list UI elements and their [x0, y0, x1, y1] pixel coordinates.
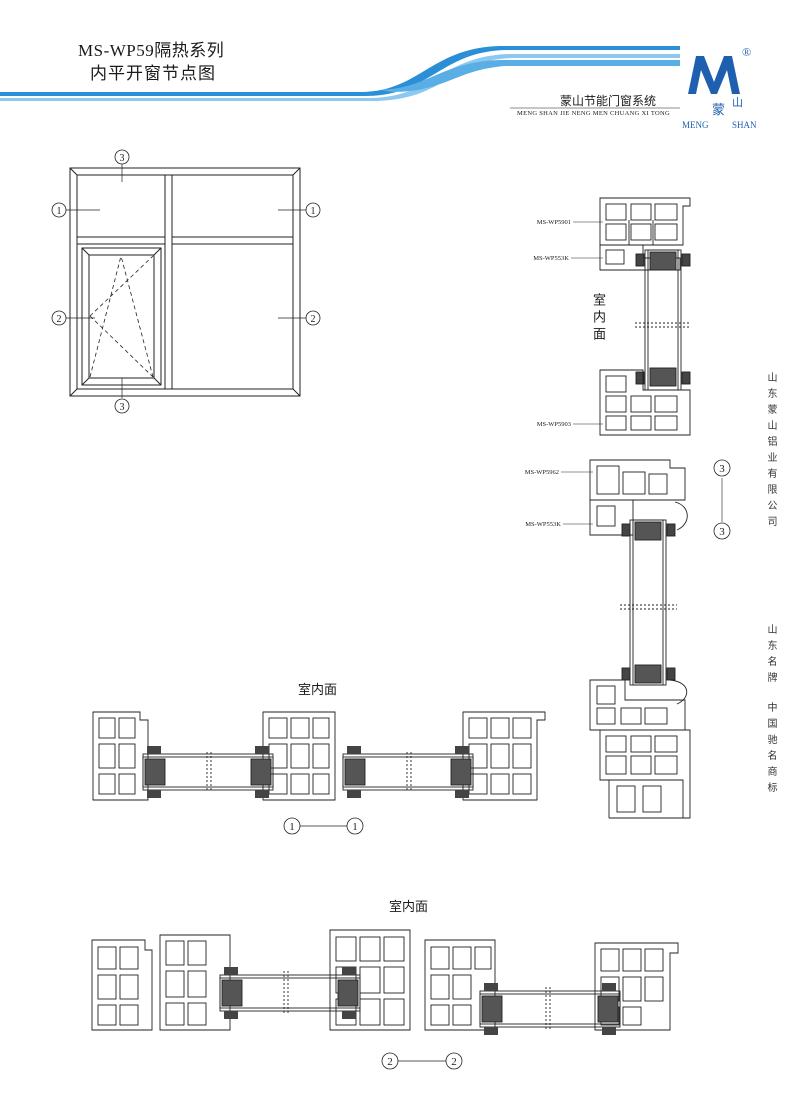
elevation-marker-3-bottom — [114, 398, 130, 414]
slogan-famous-brand: 山东名牌 — [765, 624, 776, 688]
section2-marker-left — [381, 1052, 399, 1070]
section3-room-label: 室内面 — [590, 293, 605, 344]
registered-mark: ® — [742, 45, 751, 59]
section2-marker-right-text: 2 — [451, 1056, 457, 1068]
section3-label-wp553k-bottom: MS-WP553K — [525, 521, 561, 528]
section1-room-label: 室内面 — [298, 683, 338, 698]
brand-name-cn: 蒙山节能门窗系统 — [560, 94, 657, 108]
section3-label-wp5903: MS-WP5903 — [537, 421, 571, 428]
elevation-marker-1-left-text: 1 — [57, 206, 62, 217]
section3-marker-top — [713, 459, 731, 477]
section3-marker-bottom — [713, 522, 731, 540]
elevation-marker-2-left-text: 2 — [57, 314, 62, 325]
section1-marker-right-text: 1 — [352, 821, 358, 833]
title-model: MS-WP59隔热系列 — [78, 41, 225, 60]
logo-char-meng: 蒙 — [712, 102, 725, 117]
section3-label-wp5962: MS-WP5962 — [525, 469, 559, 476]
elevation-marker-3-bottom-text: 3 — [120, 402, 125, 413]
section2-horizontal-drawing: 2 2 — [91, 929, 679, 1070]
section3-vertical-drawing: MS-WP5901 MS-WP553K MS-WP5903 MS-WP5962 … — [525, 197, 731, 819]
section2-room-label: 室内面 — [389, 900, 429, 915]
elevation-marker-3-top — [114, 149, 130, 165]
window-elevation: 3 1 1 2 2 3 — [51, 149, 321, 414]
elevation-marker-1-right — [305, 202, 321, 218]
logo-char-shan: 山 — [732, 96, 743, 109]
section3-label-wp5901: MS-WP5901 — [537, 219, 571, 226]
section3-marker-bottom-text: 3 — [719, 526, 725, 538]
section1-marker-left — [283, 817, 301, 835]
company-name: 山东蒙山铝业有限公司 — [765, 372, 776, 532]
section3-label-wp553k-top: MS-WP553K — [533, 255, 569, 262]
brand-name-en: MENG SHAN JIE NENG MEN CHUANG XI TONG — [517, 110, 670, 117]
mengshan-logo: 蒙 山 MENG SHAN ® — [682, 45, 757, 130]
title-description: 内平开窗节点图 — [90, 64, 216, 84]
elevation-marker-2-left — [51, 310, 67, 326]
logo-word-meng: MENG — [682, 120, 709, 130]
header-stripes — [0, 46, 680, 109]
section2-marker-left-text: 2 — [387, 1056, 393, 1068]
section1-horizontal-drawing: 1 1 — [92, 711, 546, 835]
elevation-marker-1-left — [51, 202, 67, 218]
section3-marker-top-text: 3 — [719, 463, 725, 475]
section1-marker-left-text: 1 — [289, 821, 295, 833]
elevation-marker-3-top-text: 3 — [120, 153, 125, 164]
elevation-marker-1-right-text: 1 — [311, 206, 316, 217]
logo-word-shan: SHAN — [732, 120, 757, 130]
elevation-marker-2-right-text: 2 — [311, 314, 316, 325]
section2-marker-right — [445, 1052, 463, 1070]
section1-marker-right — [346, 817, 364, 835]
elevation-marker-2-right — [305, 310, 321, 326]
slogan-well-known-mark: 中国驰名商标 — [765, 702, 776, 798]
